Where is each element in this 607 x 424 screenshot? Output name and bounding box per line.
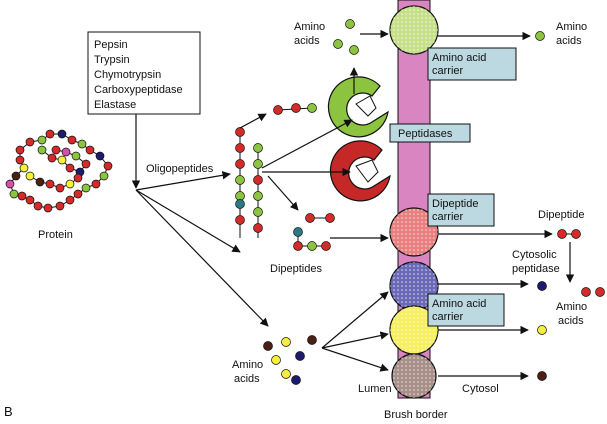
amino-acid-carrier-blue (389, 261, 439, 311)
amino-acids-top-label-2: acids (294, 35, 320, 47)
amino-acid-right-top (535, 31, 545, 41)
dipeptide-right-label: Dipeptide (538, 209, 584, 221)
amino-acid-bottom-5 (295, 351, 305, 361)
amino-acids-bottom-label-1: Amino (232, 359, 263, 371)
arrow-bottom-to-yellow-carrier (321, 331, 389, 349)
arrow-bottom-to-brown-carrier (321, 347, 389, 372)
amino-acids-cyto-label-2: acids (558, 315, 584, 327)
amino-acid-bottom-3 (307, 335, 317, 345)
amino-acids-bottom-label-2: acids (234, 373, 260, 385)
peptidase-green (327, 76, 389, 138)
enzyme-elastase: Elastase (94, 99, 136, 111)
arrow-oligo-to-dipeptide-small (267, 175, 299, 211)
amino-acid-bottom-2 (281, 337, 291, 347)
oligopeptide-chain-left (235, 127, 245, 238)
amino-acid-cyto-2 (595, 287, 605, 297)
dipeptide-small-top (305, 213, 335, 223)
lumen-label: Lumen (358, 383, 392, 395)
amino-acid-bottom-7 (291, 375, 301, 385)
brush-border-label: Brush border (384, 409, 448, 421)
amino-acid-cyto-1 (581, 287, 591, 297)
protein-chain (5, 129, 113, 213)
dipeptide-carrier-callout (427, 193, 495, 227)
amino-acids-right-label-1: Amino (556, 21, 587, 33)
peptidase-red (329, 140, 391, 202)
amino-acid-carrier-top-text-1: Amino acid (432, 52, 486, 64)
cytosolic-peptidase-label-1: Cytosolic (512, 249, 557, 261)
amino-acid-carrier-yellow (389, 305, 439, 355)
dipeptide-carrier-text-1: Dipeptide (432, 198, 478, 210)
arrow-bottom-to-blue-carrier (321, 291, 389, 349)
amino-acids-cyto-label-1: Amino (556, 301, 587, 313)
amino-acid-carrier-bottom-text-1: Amino acid (432, 298, 486, 310)
dipeptide-right (557, 229, 581, 239)
amino-acid-carrier-top-callout (427, 47, 517, 81)
amino-acid-bottom-6 (281, 369, 291, 379)
arrow-oligo-to-peptidase-green (261, 119, 353, 169)
amino-acid-right-blue (537, 281, 547, 291)
amino-acids-top-label-1: Amino (294, 21, 325, 33)
figure-label: B (4, 404, 13, 419)
amino-acid-right-yellow (537, 325, 547, 335)
oligopeptides-label: Oligopeptides (146, 163, 214, 175)
amino-acid-right-brown (537, 371, 547, 381)
enzymes-box (87, 31, 201, 115)
dipeptide-carrier (389, 207, 439, 257)
oligopeptide-chain-right (253, 143, 263, 238)
dipeptide-teal-group (293, 227, 331, 251)
amino-acid-top-3 (349, 45, 359, 55)
amino-acid-carrier-brown (391, 353, 437, 399)
protein-label: Protein (38, 229, 73, 241)
arrow-oligo-to-tripeptide (239, 113, 267, 129)
amino-acid-bottom-4 (271, 355, 281, 365)
amino-acid-carrier-top (389, 5, 439, 55)
enzyme-pepsin: Pepsin (94, 39, 128, 51)
amino-acids-right-label-2: acids (556, 35, 582, 47)
enzyme-carboxypeptidase: Carboxypeptidase (94, 84, 183, 96)
dipeptide-carrier-text-2: carrier (432, 211, 464, 223)
arrow-to-amino-acids-bottom (135, 189, 269, 327)
amino-acid-carrier-top-text-2: carrier (432, 65, 464, 77)
dipeptides-label: Dipeptides (270, 263, 322, 275)
enzyme-chymotrypsin: Chymotrypsin (94, 69, 161, 81)
enzyme-trypsin: Trypsin (94, 54, 130, 66)
amino-acid-top-2 (333, 39, 343, 49)
cytosol-label: Cytosol (462, 383, 499, 395)
tripeptide-top (273, 103, 317, 115)
amino-acid-top-1 (345, 19, 355, 29)
peptidases-callout (389, 123, 471, 143)
amino-acid-bottom-1 (263, 341, 273, 351)
arrow-to-dipeptides (135, 189, 241, 253)
peptidases-text: Peptidases (398, 128, 453, 140)
amino-acid-carrier-bottom-callout (427, 293, 505, 327)
cytosolic-peptidase-label-2: peptidase (512, 263, 560, 275)
arrow-to-oligopeptides (135, 171, 231, 191)
amino-acid-carrier-bottom-text-2: carrier (432, 311, 464, 323)
